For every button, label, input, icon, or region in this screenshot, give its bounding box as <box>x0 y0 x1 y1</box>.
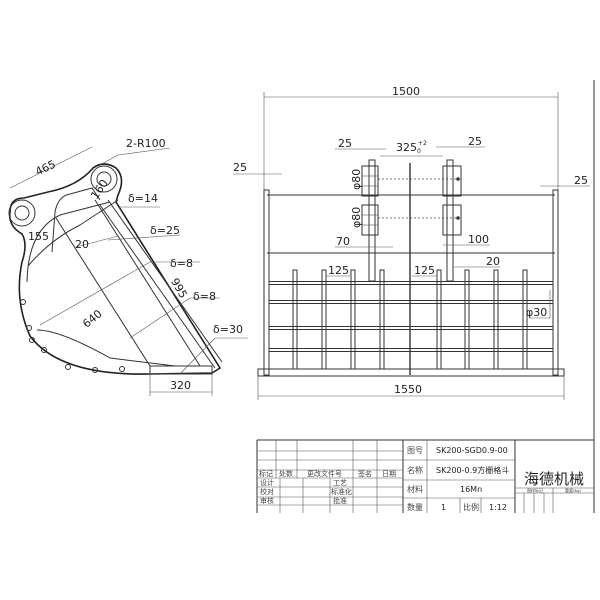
dim-325-tol-lower: 0 <box>417 148 421 155</box>
label-scale: 比例 <box>463 502 479 512</box>
label-quantity: 数量 <box>407 502 423 512</box>
ear-left <box>361 159 379 282</box>
grid-bar <box>379 269 385 370</box>
delta-14: δ=14 <box>128 192 158 205</box>
dim-155: 155 <box>28 230 49 243</box>
header-mark: 标记 <box>259 469 273 478</box>
grid-bar <box>464 269 470 370</box>
side-plate-right <box>552 189 559 376</box>
dim-125-left: 125 <box>328 264 349 277</box>
dim-25-ear-left: 25 <box>338 137 352 150</box>
label-standard: 标准化 <box>331 487 352 496</box>
dim-2-r100: 2-R100 <box>126 137 166 150</box>
company-name: 海德机械 <box>524 470 584 488</box>
grid-bars <box>292 269 528 370</box>
label-weight: 重量(kg) <box>565 487 582 493</box>
dim-70: 70 <box>336 235 350 248</box>
dim-465: 465 <box>33 158 58 179</box>
label-check: 校对 <box>260 487 274 496</box>
grid-rails <box>269 281 553 352</box>
cutting-edge <box>149 365 213 375</box>
dim-1550: 1550 <box>394 383 422 396</box>
label-process: 工艺 <box>333 479 347 487</box>
pin-boss-left <box>8 199 36 227</box>
dim-995: 995 <box>168 276 190 301</box>
bottom-holes <box>20 299 125 373</box>
dim-100: 100 <box>468 233 489 246</box>
delta-8-lower: δ=8 <box>193 290 216 303</box>
delta-30: δ=30 <box>213 323 243 336</box>
header-signature: 签名 <box>358 469 372 478</box>
ear-right <box>442 159 462 282</box>
material: 16Mn <box>460 485 482 494</box>
dim-325-tol-upper: +2 <box>418 140 427 147</box>
label-drawing-no: 图号 <box>407 446 423 455</box>
delta-25: δ=25 <box>150 224 180 237</box>
dim-320: 320 <box>170 379 191 392</box>
dim-25-side-right: 25 <box>574 174 588 187</box>
side-plate-left <box>263 189 270 376</box>
quantity: 1 <box>441 503 446 512</box>
grid-bar <box>321 269 327 370</box>
pin-hole-right <box>96 171 112 187</box>
dim-25-ear-right: 25 <box>468 135 482 148</box>
dim-125-right: 125 <box>414 264 435 277</box>
front-view: 1500 <box>233 85 590 400</box>
scale: 1:12 <box>489 503 507 512</box>
side-rib <box>27 199 119 267</box>
title-block: 标记 处数 更改文件号 签名 日期 设计 工艺 校对 标准化 审核 批准 图号 … <box>256 80 595 513</box>
grid-bar <box>292 269 298 370</box>
delta-8-upper: δ=8 <box>170 257 193 270</box>
dim-phi80-bottom: φ80 <box>350 207 363 228</box>
dim-phi80-top: φ80 <box>350 169 363 190</box>
label-drawing-mark: 图样标记 <box>527 487 543 493</box>
dim-640: 640 <box>80 307 104 330</box>
side-view: 465 2-R100 160 155 20 δ=14 δ=25 δ=8 995 … <box>8 137 248 396</box>
pin-boss-right <box>90 165 118 193</box>
part-name: SK200-0.9方栅格斗 <box>436 465 509 475</box>
label-material: 材料 <box>407 484 423 494</box>
dim-1500: 1500 <box>392 85 420 98</box>
dim-phi30: φ30 <box>526 306 547 319</box>
top-plate <box>51 187 101 253</box>
inner-shell <box>26 201 111 283</box>
dim-25-side-left: 25 <box>233 161 247 174</box>
grid-bar <box>493 269 499 370</box>
dim-325: 325 <box>396 141 417 154</box>
grid-bar <box>522 269 528 370</box>
dim-20: 20 <box>486 255 500 268</box>
drawing-number: SK200-SGD0.9-00 <box>436 446 508 455</box>
label-name: 名称 <box>407 465 423 475</box>
grid-bar <box>436 269 442 370</box>
header-count: 处数 <box>279 469 293 478</box>
header-date: 日期 <box>382 470 396 478</box>
header-change-doc: 更改文件号 <box>307 469 342 478</box>
dim-20: 20 <box>75 238 89 251</box>
label-review: 审核 <box>260 496 274 505</box>
grid-bar <box>350 269 356 370</box>
inner-bottom <box>36 329 176 367</box>
pin-hole-left <box>14 205 30 221</box>
label-approve: 批准 <box>333 496 347 505</box>
label-design: 设计 <box>260 478 274 487</box>
base-plate <box>257 368 565 377</box>
